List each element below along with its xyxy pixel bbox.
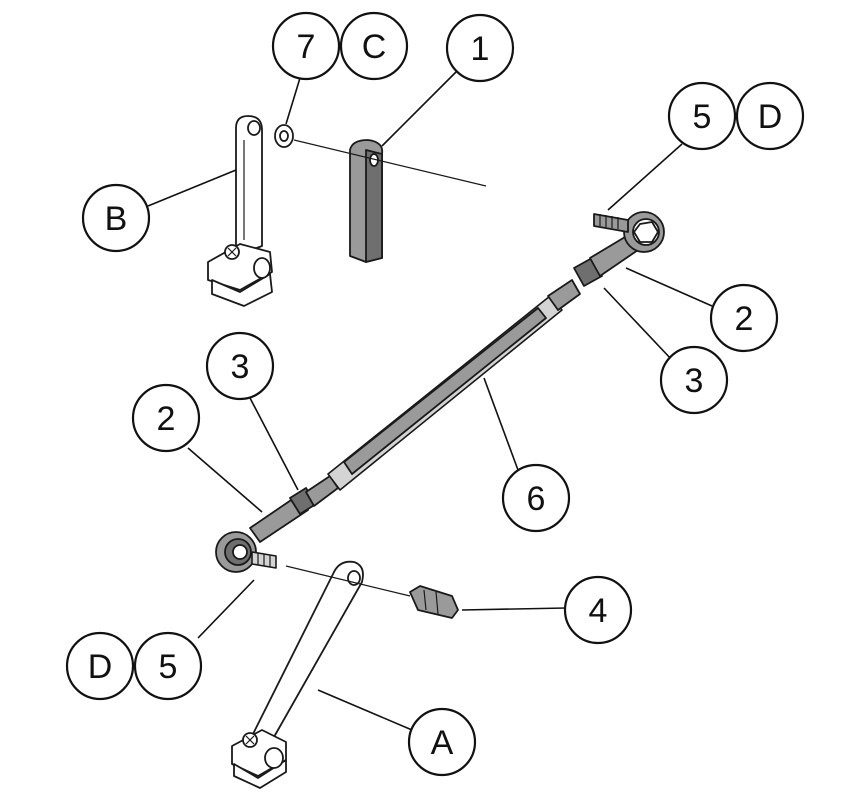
callout-d-bottom: D <box>65 631 135 701</box>
svg-text:5: 5 <box>693 98 712 136</box>
callout-4: 4 <box>563 575 633 645</box>
lever-a <box>231 560 364 789</box>
callout-6: 6 <box>501 463 571 533</box>
svg-text:2: 2 <box>735 300 754 338</box>
svg-text:3: 3 <box>685 362 704 400</box>
svg-text:7: 7 <box>297 28 316 66</box>
leader-lines <box>147 71 713 731</box>
svg-text:3: 3 <box>231 348 250 386</box>
callout-5-top: 5 <box>667 81 737 151</box>
callout-b: B <box>81 183 151 253</box>
svg-text:4: 4 <box>589 592 608 630</box>
svg-text:B: B <box>105 200 128 238</box>
callout-c: C <box>339 11 409 81</box>
link-1 <box>349 139 384 263</box>
washer-7 <box>274 124 294 148</box>
lever-b <box>207 115 273 307</box>
callout-3-left: 3 <box>205 331 275 401</box>
callout-1: 1 <box>445 13 515 83</box>
callout-5-bottom: 5 <box>133 631 203 701</box>
rod-end-right <box>593 211 665 253</box>
rod-6 <box>249 233 639 543</box>
svg-text:2: 2 <box>157 400 176 438</box>
callout-3-right: 3 <box>659 345 729 415</box>
assembly-line-bottom <box>285 565 411 597</box>
svg-text:C: C <box>362 28 387 66</box>
callout-d-top: D <box>735 81 805 151</box>
svg-text:1: 1 <box>471 30 490 68</box>
cap-nut-4 <box>409 585 459 619</box>
svg-text:5: 5 <box>159 648 178 686</box>
callout-a: A <box>407 707 477 777</box>
callout-2-left: 2 <box>131 383 201 453</box>
callout-7: 7 <box>271 11 341 81</box>
svg-text:D: D <box>88 648 113 686</box>
svg-text:D: D <box>758 98 783 136</box>
svg-text:A: A <box>431 724 454 762</box>
callout-2-right: 2 <box>709 283 779 353</box>
assembly-line-top <box>293 139 487 187</box>
rod-end-left <box>215 531 277 573</box>
svg-text:6: 6 <box>527 480 546 518</box>
